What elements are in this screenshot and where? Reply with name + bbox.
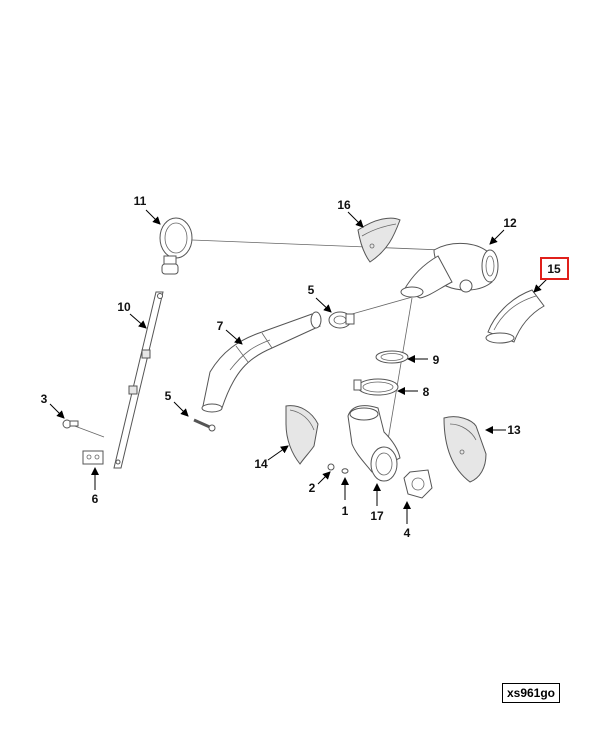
callout-11: 11 <box>134 194 147 208</box>
callout-1: 1 <box>342 504 349 518</box>
part-11-clamp <box>159 217 193 275</box>
callout-5-upper: 5 <box>308 283 315 297</box>
callout-14: 14 <box>254 457 268 471</box>
leader-14 <box>267 445 289 461</box>
alignment-line <box>387 297 413 441</box>
callout-12: 12 <box>503 216 517 230</box>
leader-10 <box>129 313 147 329</box>
part-17-exhaust-elbow <box>347 405 401 482</box>
part-10-support-rod <box>113 291 164 469</box>
part-5-clamp-upper <box>328 311 355 329</box>
leader-7 <box>225 329 243 345</box>
part-15-elbow-boot <box>485 289 545 344</box>
callout-15: 15 <box>547 262 561 276</box>
leader-15 <box>533 278 548 293</box>
callout-5-lower: 5 <box>165 389 172 403</box>
part-3-bolt <box>62 419 79 429</box>
leader-5-lower <box>173 401 189 417</box>
part-4-flange-plate <box>403 469 433 499</box>
leader-5-upper <box>315 297 332 313</box>
part-5-pin-lower <box>193 418 216 432</box>
callout-15-highlight-box <box>540 257 569 280</box>
part-14-half-shield <box>285 405 319 465</box>
part-6-bracket <box>82 450 104 465</box>
leader-11 <box>145 209 161 225</box>
part-9-gasket <box>375 350 409 364</box>
leader-3 <box>49 403 65 419</box>
part-2-nut <box>327 463 335 471</box>
leader-16 <box>347 211 364 228</box>
reference-code-label: xs961go <box>502 683 560 703</box>
part-16-heat-shield <box>357 217 401 263</box>
callout-13: 13 <box>507 423 521 437</box>
part-13-large-shield <box>443 416 487 483</box>
callout-17: 17 <box>370 509 384 523</box>
callout-10: 10 <box>117 300 131 314</box>
callout-9: 9 <box>433 353 440 367</box>
alignment-line <box>71 424 105 438</box>
leader-2 <box>317 471 331 485</box>
callout-4: 4 <box>404 526 411 540</box>
part-1-washer <box>341 468 349 474</box>
callout-7: 7 <box>217 319 224 333</box>
callout-16: 16 <box>337 198 351 212</box>
callout-2: 2 <box>309 481 316 495</box>
part-12-elbow-assembly <box>400 243 499 299</box>
callout-6: 6 <box>92 492 99 506</box>
callout-8: 8 <box>423 385 430 399</box>
part-7-flex-pipe <box>201 311 322 413</box>
leader-12 <box>489 229 505 245</box>
part-8-v-band-clamp <box>353 378 399 396</box>
callout-3: 3 <box>41 392 48 406</box>
